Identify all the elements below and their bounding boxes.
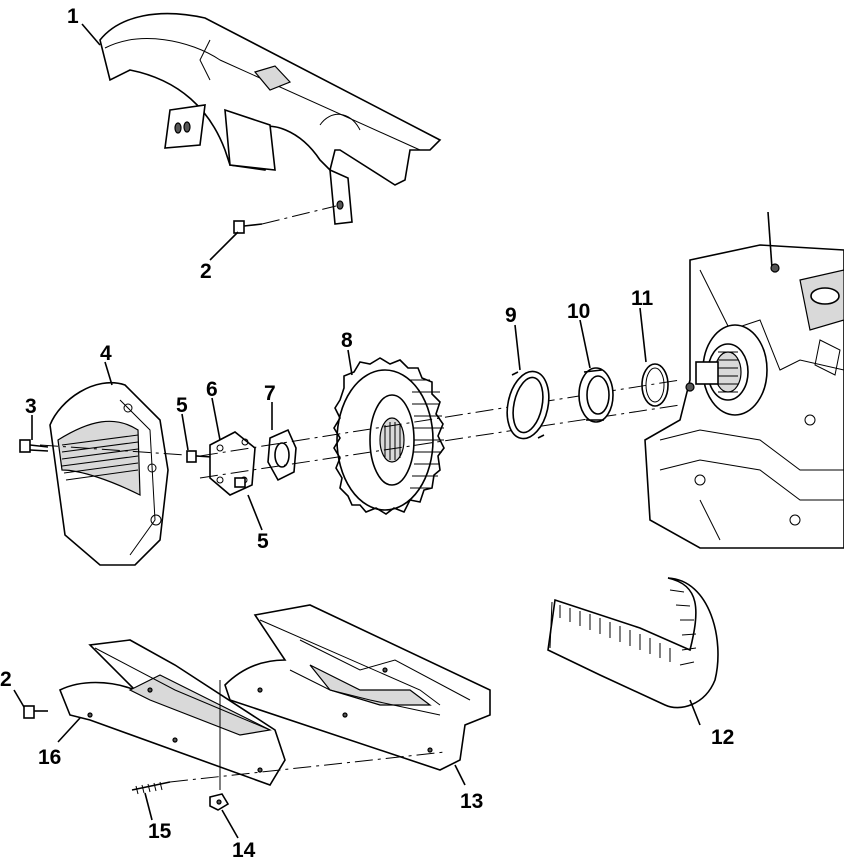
lower-guard-16 [58,639,286,790]
upper-guard [99,12,442,225]
engine-block [644,211,844,549]
label-part-5-top: 5 [176,394,188,417]
label-part-4: 4 [100,342,112,365]
label-part-2-bottom: 2 [0,668,12,691]
bolt-5-top [186,450,213,463]
label-part-11: 11 [631,287,654,310]
outer-cover [39,382,201,566]
label-part-12: 12 [711,726,734,749]
label-part-8: 8 [341,329,353,352]
label-part-15: 15 [148,820,172,843]
small-nut [209,793,230,811]
label-part-1: 1 [67,5,79,28]
label-part-13: 13 [460,790,483,813]
spacer-ring [506,370,550,440]
long-bolt [131,751,446,795]
bearing [578,367,614,423]
screw-top [233,205,337,234]
snap-ring [641,363,669,407]
label-part-3: 3 [25,395,37,418]
label-part-2-top: 2 [200,260,212,283]
hex-nut [267,428,297,482]
bolt-3 [19,439,49,453]
label-part-14: 14 [232,839,256,857]
label-part-7: 7 [264,382,276,405]
label-part-16: 16 [38,746,61,769]
label-part-5-bottom: 5 [257,530,269,553]
lower-guard-13 [224,604,491,771]
label-part-9: 9 [505,304,517,327]
label-part-6: 6 [206,378,218,401]
retainer-plate [209,431,256,496]
leader-lines [13,23,701,839]
drive-belt [547,577,719,709]
label-part-10: 10 [567,300,590,323]
screw-bottom [23,705,48,719]
sprocket [333,357,445,515]
